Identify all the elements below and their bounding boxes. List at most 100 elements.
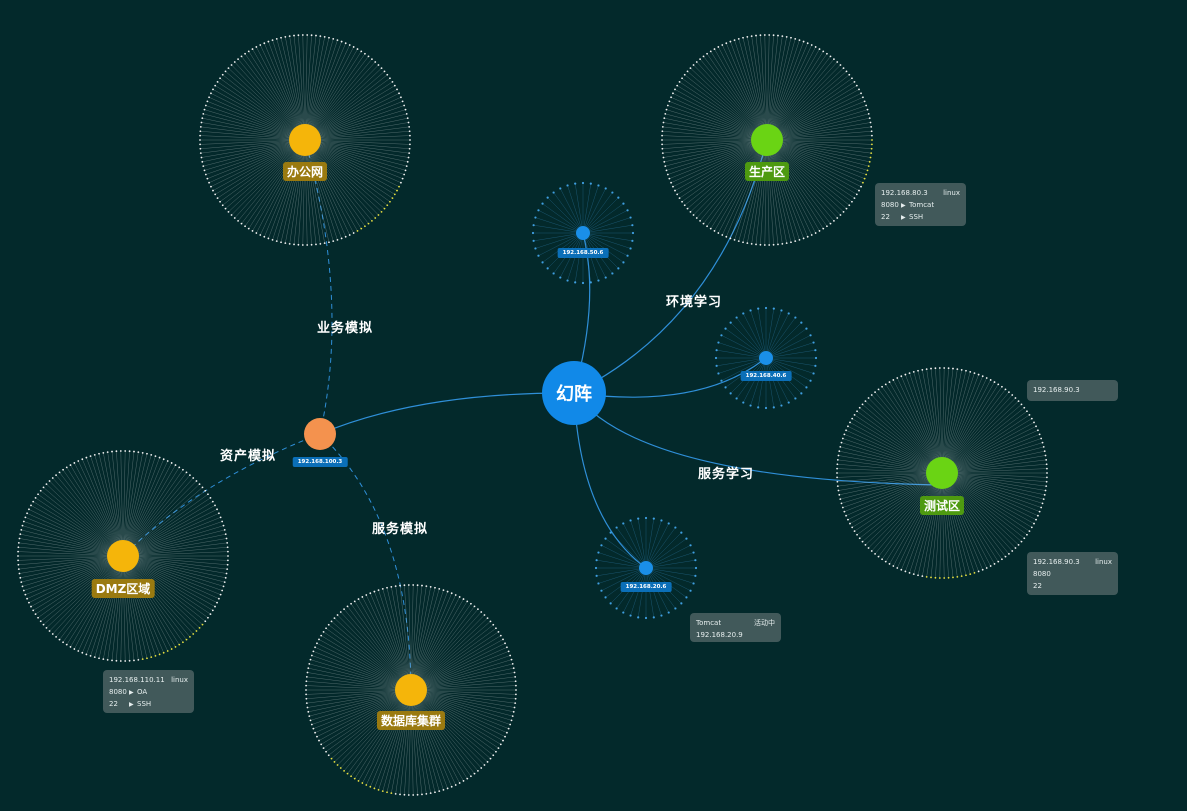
burst-ray [395,586,412,691]
burst-ray [343,608,412,691]
burst-ray [293,139,306,245]
burst-dot [581,281,585,285]
burst-dot [210,185,212,188]
burst-ray [766,139,841,216]
arrow-right-icon: ▶ [901,201,906,209]
burst-ray [410,590,444,691]
burst-ray [718,139,768,234]
burst-ray [304,53,366,141]
burst-ray [730,139,768,239]
burst-dot [934,576,937,579]
burst-dot [369,785,372,788]
burst-dot [365,594,368,596]
burst-ray [874,391,943,474]
zone-label-prod[interactable]: 生产区 [744,162,790,181]
burst-dot [374,217,377,219]
burst-ray [538,210,584,234]
burst-ray [252,48,306,141]
burst-dot [284,242,287,245]
burst-dot [1011,550,1014,552]
burst-ray [681,78,768,141]
burst-ray [687,71,768,141]
burst-dot [1043,450,1046,453]
host-chip-50[interactable]: 192.168.50.6 [557,248,609,258]
burst-dot [506,646,508,649]
burst-ray [410,588,440,691]
burst-dot [497,747,500,750]
burst-dot [318,638,320,641]
burst-dot [595,574,598,577]
burst-dot [989,379,992,381]
burst-ray [410,611,482,691]
burst-ray [856,411,943,474]
burst-dot [26,512,28,515]
burst-dot [1030,526,1033,529]
burst-ray [268,41,306,141]
burst-dot [855,193,858,196]
burst-dot [137,451,140,454]
burst-ray [645,527,676,569]
burst-dot [666,104,669,107]
burst-ray [304,113,407,141]
burst-dot [219,593,222,596]
burst-ray [23,521,124,557]
burst-ray [766,101,865,141]
burst-ray [321,635,412,691]
burst-dot [499,743,502,746]
burst-dot [631,224,634,227]
burst-ray [706,139,768,227]
burst-dot [674,607,677,610]
burst-dot [1023,537,1026,540]
burst-dot [473,772,476,775]
burst-dot [421,793,423,796]
burst-ray [725,328,767,359]
burst-ray [766,139,863,183]
burst-dot [209,496,212,499]
burst-ray [582,192,613,234]
burst-ray [410,594,456,691]
burst-dot [692,64,695,66]
burst-ray [122,555,191,638]
burst-ray [328,624,412,691]
burst-ray [410,676,516,691]
burst-ray [941,472,1025,539]
burst-dot [106,658,109,661]
host-chip-20[interactable]: 192.168.20.6 [620,582,672,592]
burst-ray [252,139,306,232]
host-chip-40[interactable]: 192.168.40.6 [740,371,792,381]
burst-ray [766,46,816,141]
burst-ray [204,139,306,171]
zone-label-db[interactable]: 数据库集群 [376,711,446,730]
burst-dot [660,614,663,617]
burst-dot [667,611,670,614]
burst-dot [394,792,397,795]
burst-dot [209,613,212,616]
burst-ray [766,56,831,141]
burst-ray [304,139,401,183]
zone-label-dmz[interactable]: DMZ区域 [91,579,155,598]
burst-dot [37,616,39,619]
burst-dot [861,540,864,543]
burst-dot [1026,410,1028,413]
burst-ray [304,139,410,154]
info-card-test-top[interactable]: 192.168.90.3 [1027,380,1118,401]
burst-ray [237,139,306,222]
burst-ray [219,78,306,141]
burst-ray [289,36,306,141]
burst-ray [304,139,369,224]
burst-dot [227,555,229,557]
burst-dot [480,767,483,769]
burst-dot [672,185,674,188]
burst-dot [166,460,169,462]
burst-ray [716,357,767,366]
zone-label-office[interactable]: 办公网 [282,162,328,181]
zone-label-test[interactable]: 测试区 [919,496,965,515]
host-chip-100[interactable]: 192.168.100.3 [292,457,348,467]
burst-ray [350,603,412,691]
burst-ray [547,197,584,234]
burst-dot [219,77,221,80]
